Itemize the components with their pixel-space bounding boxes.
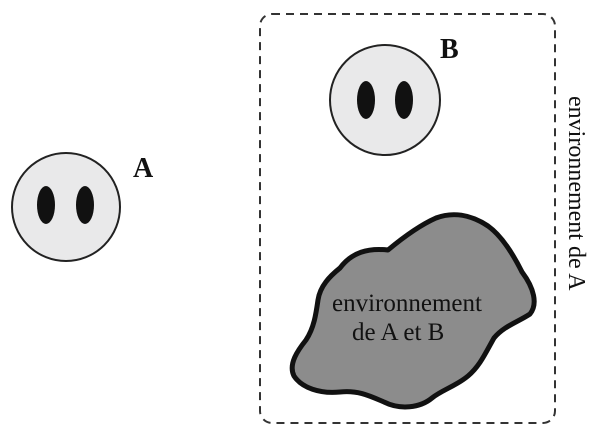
agent-b bbox=[329, 44, 441, 156]
agent-a-right-eye bbox=[76, 186, 94, 224]
environment-of-a-boundary bbox=[259, 13, 556, 424]
shared-environment-region bbox=[289, 212, 537, 410]
agent-a-face bbox=[11, 152, 121, 262]
agent-b-label: B bbox=[440, 34, 459, 65]
agent-b-right-eye bbox=[395, 81, 413, 119]
agent-b-face bbox=[329, 44, 441, 156]
agent-a-left-eye bbox=[37, 186, 55, 224]
agent-a bbox=[11, 152, 121, 262]
environment-of-a-label: environnement de A bbox=[563, 96, 589, 291]
agent-a-label: A bbox=[133, 153, 154, 184]
agent-b-left-eye bbox=[357, 81, 375, 119]
shared-environment-label-line2: de A et B bbox=[352, 319, 444, 346]
shared-environment-label-line1: environnement bbox=[332, 290, 482, 317]
